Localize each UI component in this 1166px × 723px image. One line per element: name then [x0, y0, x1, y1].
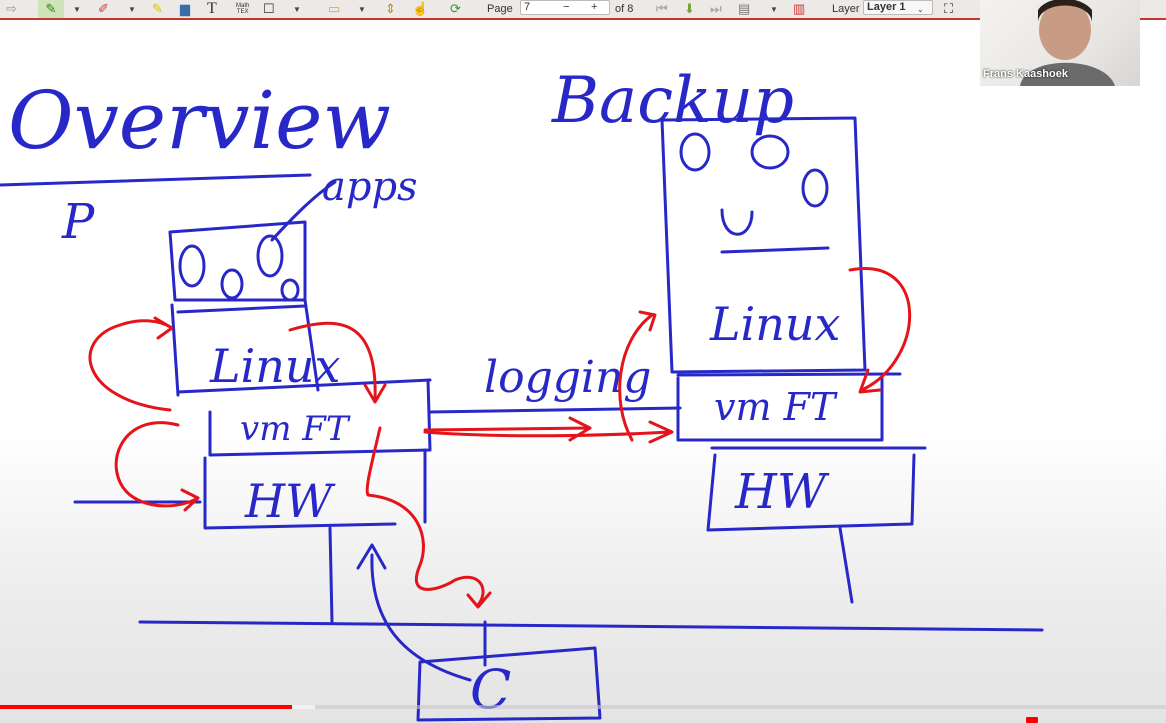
backup-hw-box — [706, 453, 916, 532]
app-circle — [178, 244, 206, 288]
client-label: C — [470, 658, 511, 721]
app-circle — [750, 134, 790, 170]
linux-left-edge — [170, 303, 180, 397]
primary-hw-label: HW — [244, 474, 336, 528]
pen-tool-button[interactable]: ✎ — [38, 0, 64, 18]
red-annotations — [88, 267, 912, 609]
eraser-icon[interactable]: ✐ — [98, 1, 109, 16]
primary-vmft-label: vm FT — [240, 409, 351, 449]
first-page-icon[interactable]: ⏮ — [656, 1, 668, 16]
page-number-value: 7 — [524, 1, 531, 13]
client-request-arrow — [356, 543, 472, 682]
backup-hw-label: HW — [734, 464, 830, 520]
backup-linux-label: Linux — [709, 297, 841, 351]
image-icon[interactable]: ▆ — [180, 1, 190, 16]
whiteboard-canvas[interactable]: Overview P Backup apps Linux vm FT HW — [0, 20, 1166, 723]
hw-box — [203, 456, 397, 530]
backup-net-drop — [838, 526, 854, 604]
client-box — [416, 646, 602, 722]
backup-linux-loop-arrow — [848, 267, 912, 394]
video-progress-bar[interactable] — [0, 705, 1166, 709]
chevron-down-icon[interactable]: ▼ — [128, 4, 136, 14]
presenter-name: Frans Kaashoek — [983, 68, 1068, 80]
webcam-overlay: Frans Kaashoek — [980, 0, 1140, 86]
backup-vmft-top — [676, 372, 902, 377]
primary-linux-loop-arrow — [288, 321, 387, 404]
last-page-icon[interactable]: ⏭ — [710, 1, 722, 16]
app-circle — [801, 168, 829, 208]
pen-icon: ✎ — [45, 1, 57, 16]
chevron-down-icon[interactable]: ▼ — [358, 4, 366, 14]
primary-machine — [73, 180, 432, 624]
highlighter-icon[interactable]: ✎ — [152, 1, 163, 16]
page-number-field[interactable]: 7 − + — [520, 0, 610, 15]
goto-page-icon[interactable]: ⬇ — [684, 1, 695, 16]
primary-net-drop — [328, 526, 334, 624]
toolbar: ⇨ ✎ ▼ ✐ ▼ ✎ ▆ T Math TEX ☐ ▼ ▭ ▼ ⇕ ☝ ⟳ P… — [0, 0, 1166, 20]
overview-title: Overview — [8, 74, 391, 167]
select-rect-icon[interactable]: ▭ — [328, 1, 341, 16]
network-line — [138, 620, 1044, 632]
text-icon[interactable]: T — [207, 0, 217, 17]
app-circle — [720, 208, 754, 236]
page-increment-button[interactable]: + — [591, 1, 598, 13]
vertical-space-icon[interactable]: ⇕ — [385, 1, 396, 16]
youtube-badge — [1026, 717, 1038, 723]
vmft-box — [208, 378, 432, 457]
math-tex-icon[interactable]: Math TEX — [236, 3, 250, 15]
fullscreen-icon[interactable]: ⛶ — [944, 1, 954, 16]
layer-label: Layer — [832, 3, 860, 15]
backup-output-arrow — [618, 310, 657, 442]
layer-select[interactable]: Layer 1 — [863, 0, 933, 15]
apps-divider — [176, 304, 307, 314]
hw-loop-arrow — [114, 421, 200, 512]
hand-icon[interactable]: ☝ — [412, 1, 429, 16]
app-circle — [256, 234, 284, 278]
client-path-arrow — [365, 426, 492, 609]
chevron-down-icon[interactable]: ▼ — [73, 4, 81, 14]
layer-select-value: Layer 1 — [867, 1, 906, 13]
vmft-top — [176, 378, 432, 394]
logging-label: logging — [484, 352, 651, 403]
backup-vmft-label: vm FT — [714, 385, 838, 429]
forward-icon[interactable]: ⇨ — [6, 1, 17, 16]
page-count: of 8 — [615, 3, 634, 15]
logging-line — [428, 406, 682, 414]
title-underline — [0, 173, 312, 187]
page-label: Page — [487, 3, 513, 15]
add-page-icon[interactable]: ▤ — [738, 1, 751, 16]
chevron-down-icon[interactable]: ▼ — [770, 4, 778, 14]
buffered-segment — [291, 705, 315, 709]
log-arrow — [423, 420, 674, 444]
refresh-icon[interactable]: ⟳ — [450, 1, 461, 16]
backup-machine — [660, 116, 927, 604]
app-circle — [679, 132, 711, 172]
apps-label: apps — [322, 164, 418, 210]
chevron-down-icon[interactable]: ▼ — [293, 4, 301, 14]
app-circle — [220, 268, 244, 300]
played-segment — [0, 705, 292, 709]
left-loop-arrow — [88, 316, 174, 412]
presenter-avatar — [1020, 0, 1115, 86]
backup-vmft-box — [676, 376, 884, 442]
backup-apps-divider — [720, 246, 830, 254]
chevron-down-icon[interactable]: ⌄ — [917, 4, 924, 14]
primary-apps-box — [168, 220, 307, 302]
shape-icon[interactable]: ☐ — [263, 1, 275, 16]
page-decrement-button[interactable]: − — [563, 1, 570, 13]
backup-apps-box — [660, 116, 867, 374]
primary-linux-label: Linux — [209, 339, 341, 393]
linux-right-edge — [303, 298, 320, 392]
delete-page-icon[interactable]: ▥ — [793, 1, 806, 16]
apps-pointer — [270, 180, 337, 242]
primary-label: P — [61, 194, 95, 250]
app-circle — [280, 278, 300, 302]
backup-title: Backup — [551, 64, 794, 138]
